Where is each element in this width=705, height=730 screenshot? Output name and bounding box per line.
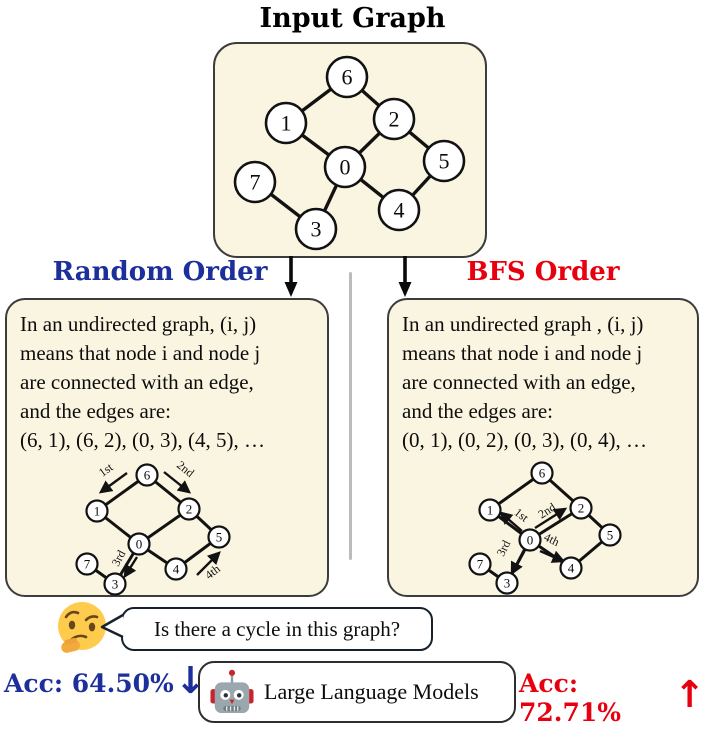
llm-box: Large Language Models: [198, 661, 516, 723]
graph-node-label: 0: [340, 154, 351, 179]
flow-arrow-left-icon: [284, 256, 298, 297]
graph-node-label: 2: [578, 500, 585, 515]
graph-node-label: 1: [94, 503, 101, 518]
graph-node-label: 7: [250, 169, 261, 194]
edge-order-label: 3rd: [494, 538, 514, 559]
bfs-prompt-text: In an undirected graph , (i, j) means th…: [402, 312, 647, 452]
graph-node-label: 3: [311, 216, 322, 241]
thinking-face-icon: [58, 602, 106, 653]
random-prompt-text: In an undirected graph, (i, j) means tha…: [20, 312, 265, 452]
graph-node-label: 5: [607, 527, 614, 542]
random-order-title: Random Order: [52, 257, 268, 287]
graph-node-label: 3: [504, 575, 511, 590]
graph-node-label: 2: [389, 106, 400, 131]
accuracy-bfs: Acc: 72.71%↑: [519, 669, 705, 727]
random-order-graph-drawing: 1st 2nd 3rd 4th 0 1 2 3 4 5 6 7: [75, 458, 231, 596]
graph-node-label: 3: [112, 576, 119, 591]
edge-order-label: 2nd: [174, 458, 197, 480]
graph-node-label: 1: [281, 110, 292, 135]
llm-label: Large Language Models: [264, 679, 479, 704]
graph-node-label: 7: [477, 556, 484, 571]
graph-node-label: 6: [342, 64, 353, 89]
graph-node-label: 7: [84, 556, 91, 571]
bfs-order-panel: In an undirected graph , (i, j) means th…: [387, 298, 699, 597]
graph-node-label: 2: [186, 501, 193, 516]
graph-node-label: 6: [539, 465, 546, 480]
graph-node-label: 0: [527, 532, 534, 547]
bfs-order-title: BFS Order: [466, 257, 620, 287]
input-graph-drawing: 0 1 2 3 4 5 6 7: [233, 55, 466, 251]
edge-order-label: 1st: [96, 460, 116, 480]
question-text: Is there a cycle in this graph?: [153, 616, 401, 641]
graph-node-label: 4: [394, 197, 405, 222]
edge-order-label: 2nd: [535, 500, 558, 522]
edge-order-label: 4th: [202, 562, 223, 582]
input-graph-box: 0 1 2 3 4 5 6 7: [213, 42, 487, 258]
graph-node-label: 4: [173, 561, 180, 576]
random-order-panel: In an undirected graph, (i, j) means tha…: [5, 298, 329, 597]
graph-node-label: 1: [487, 502, 494, 517]
graph-node-label: 0: [136, 536, 143, 551]
column-divider: [349, 272, 352, 560]
graph-node-label: 6: [144, 467, 151, 482]
bubble-tail: [100, 613, 124, 639]
edge-order-label: 4th: [542, 530, 562, 549]
graph-node-label: 4: [568, 560, 575, 575]
edge-order-label: 1st: [512, 505, 532, 525]
flow-arrow-right-icon: [398, 256, 412, 297]
edge-order-label: 3rd: [109, 548, 129, 569]
input-graph-title: Input Graph: [259, 3, 446, 34]
graph-node-label: 5: [439, 148, 450, 173]
accuracy-random: Acc: 64.50%↓: [4, 658, 206, 702]
question-bubble: Is there a cycle in this graph?: [121, 607, 433, 651]
up-arrow-icon: ↑: [673, 673, 705, 716]
robot-icon: [210, 669, 254, 714]
graph-node-label: 5: [216, 529, 223, 544]
